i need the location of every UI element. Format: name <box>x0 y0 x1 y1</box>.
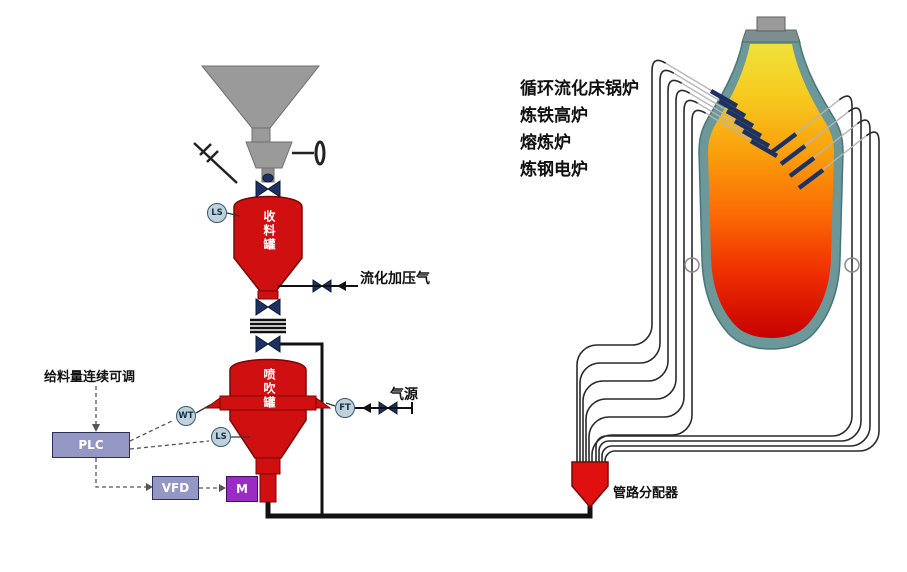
injection-lances <box>709 89 825 190</box>
furnace-application-list: 循环流化床锅炉 炼铁高炉 熔炼炉 炼钢电炉 <box>520 76 639 184</box>
hose-loop-right <box>844 257 860 273</box>
handwheel-icon <box>314 140 326 166</box>
vfd-box: VFD <box>152 476 199 500</box>
rotary-feeder <box>259 473 277 503</box>
flow-transmitter: FT <box>335 398 355 418</box>
application-item: 熔炼炉 <box>520 133 571 153</box>
valves <box>255 173 398 415</box>
furnace <box>698 16 844 350</box>
injection-tank <box>204 358 332 503</box>
fluidization-gas-label: 流化加压气 <box>360 271 430 287</box>
inter-tank-valve-icon <box>255 298 281 316</box>
application-item: 炼钢电炉 <box>520 160 588 180</box>
injection-tank-label: 喷吹罐 <box>262 368 276 410</box>
application-item: 炼铁高炉 <box>520 106 588 126</box>
expansion-bellows <box>250 318 286 334</box>
injection-tank-inlet-valve-icon <box>255 335 281 353</box>
pressurize-branch-pipe <box>280 342 324 516</box>
gas-source-label: 气源 <box>390 387 418 403</box>
instrument-taps <box>195 212 336 438</box>
flow-arrow-icon <box>337 281 346 291</box>
gas-source-line <box>355 402 413 414</box>
receiving-tank <box>233 195 303 300</box>
furnace-top-bell <box>756 16 786 32</box>
plc-box: PLC <box>52 432 130 458</box>
weight-transmitter: WT <box>176 406 196 426</box>
tank-inlet-valve-icon <box>255 173 281 198</box>
distribution-pipes <box>576 59 880 462</box>
receiving-tank-label: 收料罐 <box>262 210 276 252</box>
feed-hopper <box>193 65 326 184</box>
motor-box: M <box>226 476 258 502</box>
feeder-cone <box>245 141 293 169</box>
fluidization-gas-line <box>278 281 358 291</box>
control-wiring <box>95 386 219 489</box>
furnace-throat-cap <box>741 29 801 43</box>
flow-arrow-icon <box>362 403 371 413</box>
hose-loop-left <box>684 257 700 273</box>
conveying-pipe <box>265 502 593 519</box>
pipe-distributor <box>571 461 609 509</box>
feed-rate-note: 给料量连续可调 <box>44 370 136 385</box>
distributor-label: 管路分配器 <box>613 486 679 501</box>
level-switch-bottom: LS <box>211 427 231 447</box>
blind-flange-port <box>193 142 238 184</box>
nozzle-right <box>315 397 332 409</box>
application-item: 循环流化床锅炉 <box>520 79 639 99</box>
wiring-arrows <box>92 424 226 492</box>
level-switch-top: LS <box>207 203 227 223</box>
